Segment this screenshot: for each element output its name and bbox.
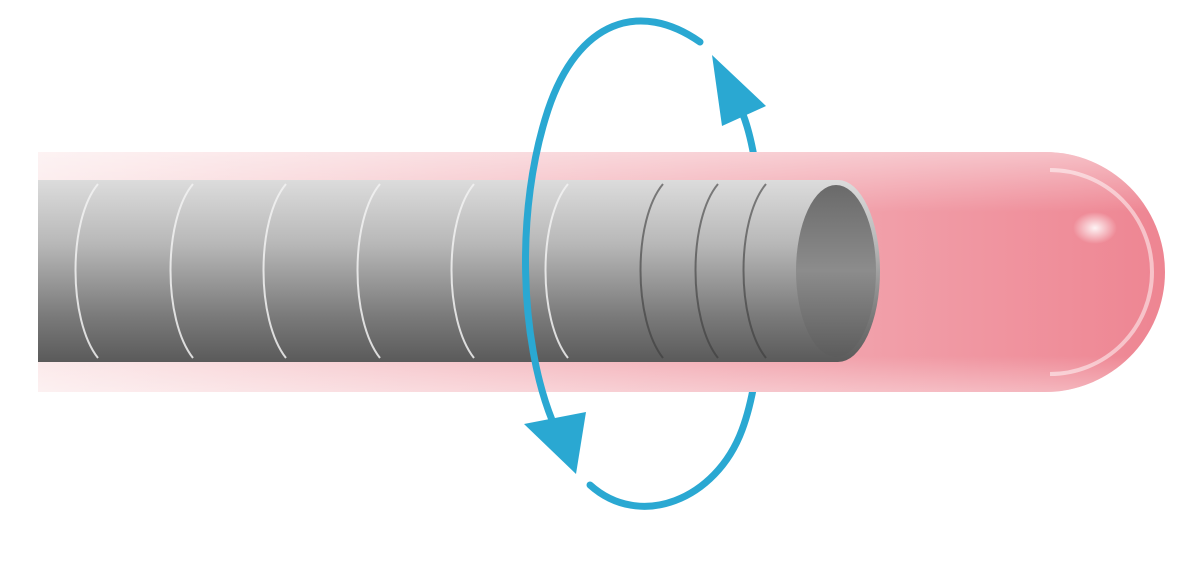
coil-turn-line xyxy=(639,183,664,359)
arrowhead-down-icon xyxy=(524,412,586,474)
coil-turn-line xyxy=(74,183,99,359)
coil-turn-line xyxy=(356,183,381,359)
arrowhead-up-icon xyxy=(712,55,766,126)
coil-turn-line xyxy=(262,183,287,359)
coil-turn-line xyxy=(169,183,194,359)
coil-turn-line xyxy=(544,183,569,359)
coil-turn-line xyxy=(742,183,767,359)
coil-turn-line xyxy=(694,183,719,359)
rotation-arrow-front-arc xyxy=(522,17,704,424)
metal-coil xyxy=(38,180,880,362)
coil-turn-line xyxy=(450,183,475,359)
coil-opening xyxy=(796,185,876,357)
